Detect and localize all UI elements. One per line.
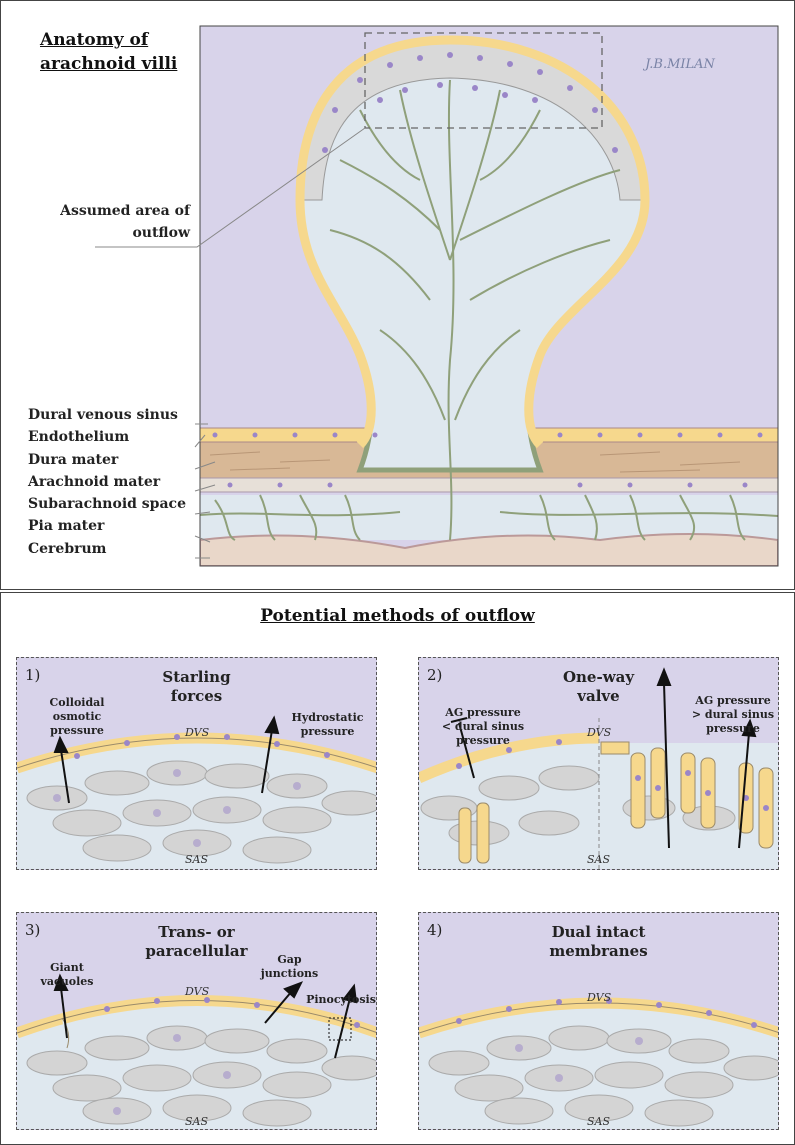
anatomy-title-line2: arachnoid villi [40,54,178,74]
label-endothelium: Endothelium [28,429,130,446]
panel4-dvs: DVS [587,991,612,1004]
panel1-dvs: DVS [185,726,210,739]
panel3-title-line1: Trans- or [158,923,235,941]
label-subarachnoid-space: Subarachnoid space [28,496,186,513]
panel2-title: One-way valve [419,668,778,706]
panel3-title: Trans- or paracellular [17,923,376,961]
endothelium-nuclei [212,432,763,488]
dura-fibers [209,451,741,473]
panel4-title: Dual intact membranes [419,923,778,961]
panel3-title-line2: paracellular [145,942,248,960]
panel3-note-vacuoles-line2: vacuoles [40,975,94,988]
outflow-label-line2: outflow [132,225,190,241]
pia-cerebrum [200,533,778,566]
arachnoid-villus-illustration: J.B.MILAN [95,25,779,567]
panel2-sas: SAS [587,853,611,866]
panel1-left-note-line2: osmotic [52,710,102,723]
panel3-number: 3) [25,921,41,939]
signature: J.B.MILAN [642,57,715,72]
panel1-left-note-line3: pressure [50,724,104,737]
panel2-right-note-line1: AG pressure [695,694,771,707]
outflow-label: Assumed area of outflow [40,200,190,244]
panel3-illustration [17,973,376,1129]
outflow-region-box [364,32,603,129]
trabeculae [200,79,778,541]
panel1-right-note: Hydrostatic pressure [285,711,370,739]
layer-leader-lines [194,423,216,559]
panel4-sas: SAS [587,1115,611,1128]
label-dural-venous-sinus: Dural venous sinus [28,407,178,423]
panel1-right-note-line1: Hydrostatic [291,711,364,724]
panel2-right-note-line3: pressure [706,722,760,735]
anatomy-title-line1: Anatomy of [40,30,149,50]
methods-title: Potential methods of outflow [260,606,535,626]
layer-labels: Dural venous sinus Endothelium Dura mate… [28,404,193,560]
panel2-title-line1: One-way [562,668,635,686]
panel-dual-intact-membranes: 4) Dual intact membranes DVS SAS [418,912,779,1130]
panel1-left-note-line1: Colloidal [49,696,105,709]
panel2-left-note-line2: < dural sinus [441,720,525,733]
panel4-title-line1: Dual intact [551,923,646,941]
panel4-title-line2: membranes [549,942,648,960]
outflow-leader-line [95,127,366,248]
anatomy-title: Anatomy of arachnoid villi [40,28,177,76]
panel2-left-note: AG pressure < dural sinus pressure [437,706,529,748]
panel1-sas: SAS [185,853,209,866]
villus-endothelium-left [295,199,376,449]
panel2-right-note-line2: > dural sinus [691,708,775,721]
panel2-number: 2) [427,666,443,684]
panel3-note-vacuoles-line1: Giant [50,961,84,974]
panel1-title: Starling forces [17,668,376,706]
panel2-left-note-line3: pressure [456,734,510,747]
panel1-number: 1) [25,666,41,684]
arachnoid-band [200,477,778,493]
label-arachnoid-mater: Arachnoid mater [28,473,161,490]
panel2-dvs: DVS [587,726,612,739]
panel1-title-line2: forces [170,687,223,705]
panel1-left-note: Colloidal osmotic pressure [37,696,117,738]
panel2-left-note-line1: AG pressure [445,706,521,719]
panel2-illustration [419,667,778,869]
panel-starling-forces: 1) Starling forces Colloidal osmotic pre… [16,657,377,870]
panel1-right-note-line2: pressure [300,725,355,738]
panel4-number: 4) [427,921,443,939]
panel3-dvs: DVS [185,985,210,998]
panel1-title-line1: Starling [162,668,231,686]
panel3-note-gap-junctions: Gap junctions [257,953,322,981]
panel4-illustration [419,997,778,1129]
label-pia-mater: Pia mater [28,518,105,535]
panel3-note-pinocytosis: Pinocytosis [306,993,376,1006]
panel-one-way-valve: 2) One-way valve AG pressure < dural sin… [418,657,779,870]
subarachnoid-band [200,495,778,540]
illustration-frame [199,25,779,567]
panel3-note-gap-line2: junctions [260,967,319,980]
outflow-label-line1: Assumed area of [60,203,190,219]
cap-nuclei [322,52,618,153]
label-dura-mater: Dura mater [28,451,119,468]
panel3-note-gap-line1: Gap [277,953,302,966]
panel2-right-note: AG pressure > dural sinus pressure [687,694,778,736]
panel3-note-vacuoles: Giant vacuoles [37,961,97,989]
label-cerebrum: Cerebrum [28,540,107,557]
villus-endothelium [295,35,650,449]
panel3-sas: SAS [185,1115,209,1128]
panel2-title-line2: valve [577,687,620,705]
panel-trans-paracellular: 3) Trans- or paracellular Giant vacuoles… [16,912,377,1130]
panel1-illustration [17,715,376,869]
